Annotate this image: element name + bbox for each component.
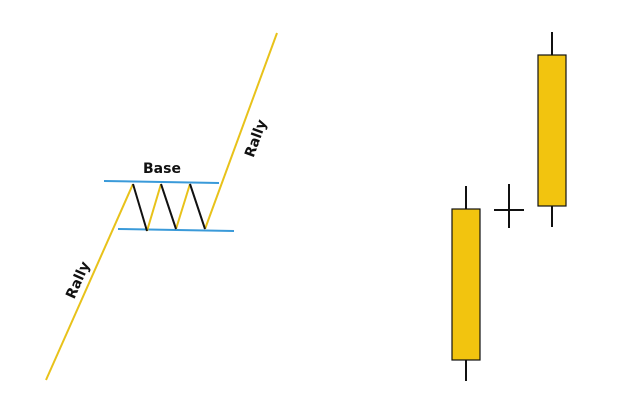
rally-upper-line (204, 32, 278, 230)
base-down-stroke-1 (132, 183, 148, 232)
candle-rally-upper (537, 32, 567, 227)
base-down-stroke-3 (189, 183, 206, 230)
candlestick-pattern (451, 32, 567, 381)
rally-lower-line (45, 183, 134, 381)
rally-lower-label: Rally (63, 259, 93, 301)
candle-3-body (537, 54, 567, 207)
base-label: Base (143, 161, 181, 177)
rally-upper-label: Rally (242, 118, 270, 160)
candle-1-body (451, 208, 481, 361)
base-up-stroke-1 (146, 183, 162, 232)
base-up-stroke-2 (175, 183, 191, 230)
base-down-stroke-2 (160, 183, 177, 230)
base-top-line (103, 180, 220, 184)
base-bottom-line (117, 228, 235, 232)
candle-rally-lower (451, 186, 481, 381)
candle-base-doji (494, 184, 524, 228)
rbr-pattern: Base Rally Rally (45, 32, 278, 381)
